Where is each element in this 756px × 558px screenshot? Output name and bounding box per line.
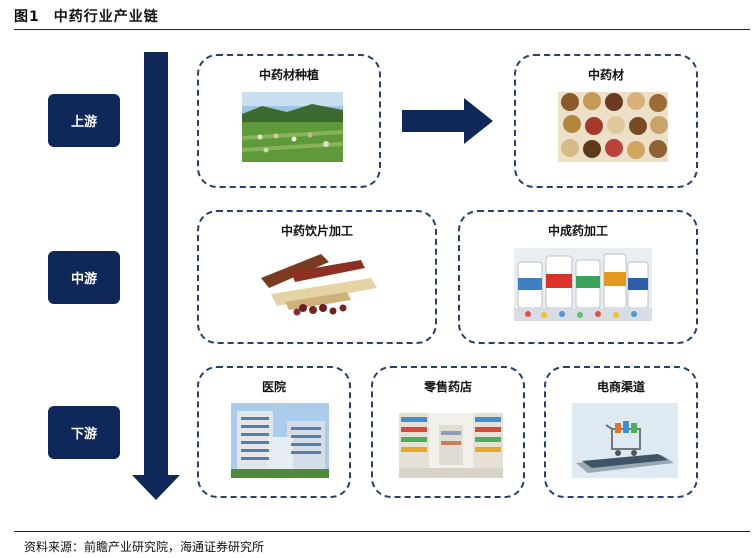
box-pharmacy-title: 零售药店 — [423, 380, 472, 394]
box-ecommerce-title: 电商渠道 — [596, 380, 645, 394]
stage-upstream: 上游 — [48, 94, 120, 147]
source-note: 资料来源：前瞻产业研究院，海通证券研究所 — [24, 540, 265, 554]
herbs-photo — [558, 92, 668, 162]
decoction-photo — [251, 248, 385, 318]
figure-title: 图1 中药行业产业链 — [14, 6, 159, 26]
box-herbs-title: 中药材 — [587, 68, 624, 82]
figure-title-text: 中药行业产业链 — [53, 9, 159, 25]
hospital-photo — [231, 403, 329, 478]
box-decoction: 中药饮片加工 — [197, 210, 437, 344]
pharmacy-photo — [399, 403, 503, 478]
box-patent-medicine: 中成药加工 — [458, 210, 698, 344]
box-ecommerce: 电商渠道 — [544, 366, 698, 498]
box-cultivation-title: 中药材种植 — [258, 68, 319, 82]
box-pharmacy: 零售药店 — [371, 366, 525, 498]
bottom-rule — [14, 531, 750, 532]
box-hospital: 医院 — [197, 366, 351, 498]
patent-medicine-photo — [514, 248, 652, 321]
stage-midstream: 中游 — [48, 251, 120, 304]
box-cultivation: 中药材种植 — [197, 54, 381, 188]
ecommerce-photo — [572, 403, 678, 478]
stage-downstream: 下游 — [48, 406, 120, 459]
box-herbs: 中药材 — [514, 54, 698, 188]
figure-number: 图1 — [14, 9, 40, 25]
box-hospital-title: 医院 — [261, 380, 286, 394]
box-decoction-title: 中药饮片加工 — [280, 224, 353, 238]
right-arrow — [402, 98, 493, 144]
flow-down-arrow — [132, 52, 180, 500]
top-rule — [14, 29, 750, 30]
box-patent-medicine-title: 中成药加工 — [547, 224, 608, 238]
cultivation-photo — [242, 92, 343, 162]
